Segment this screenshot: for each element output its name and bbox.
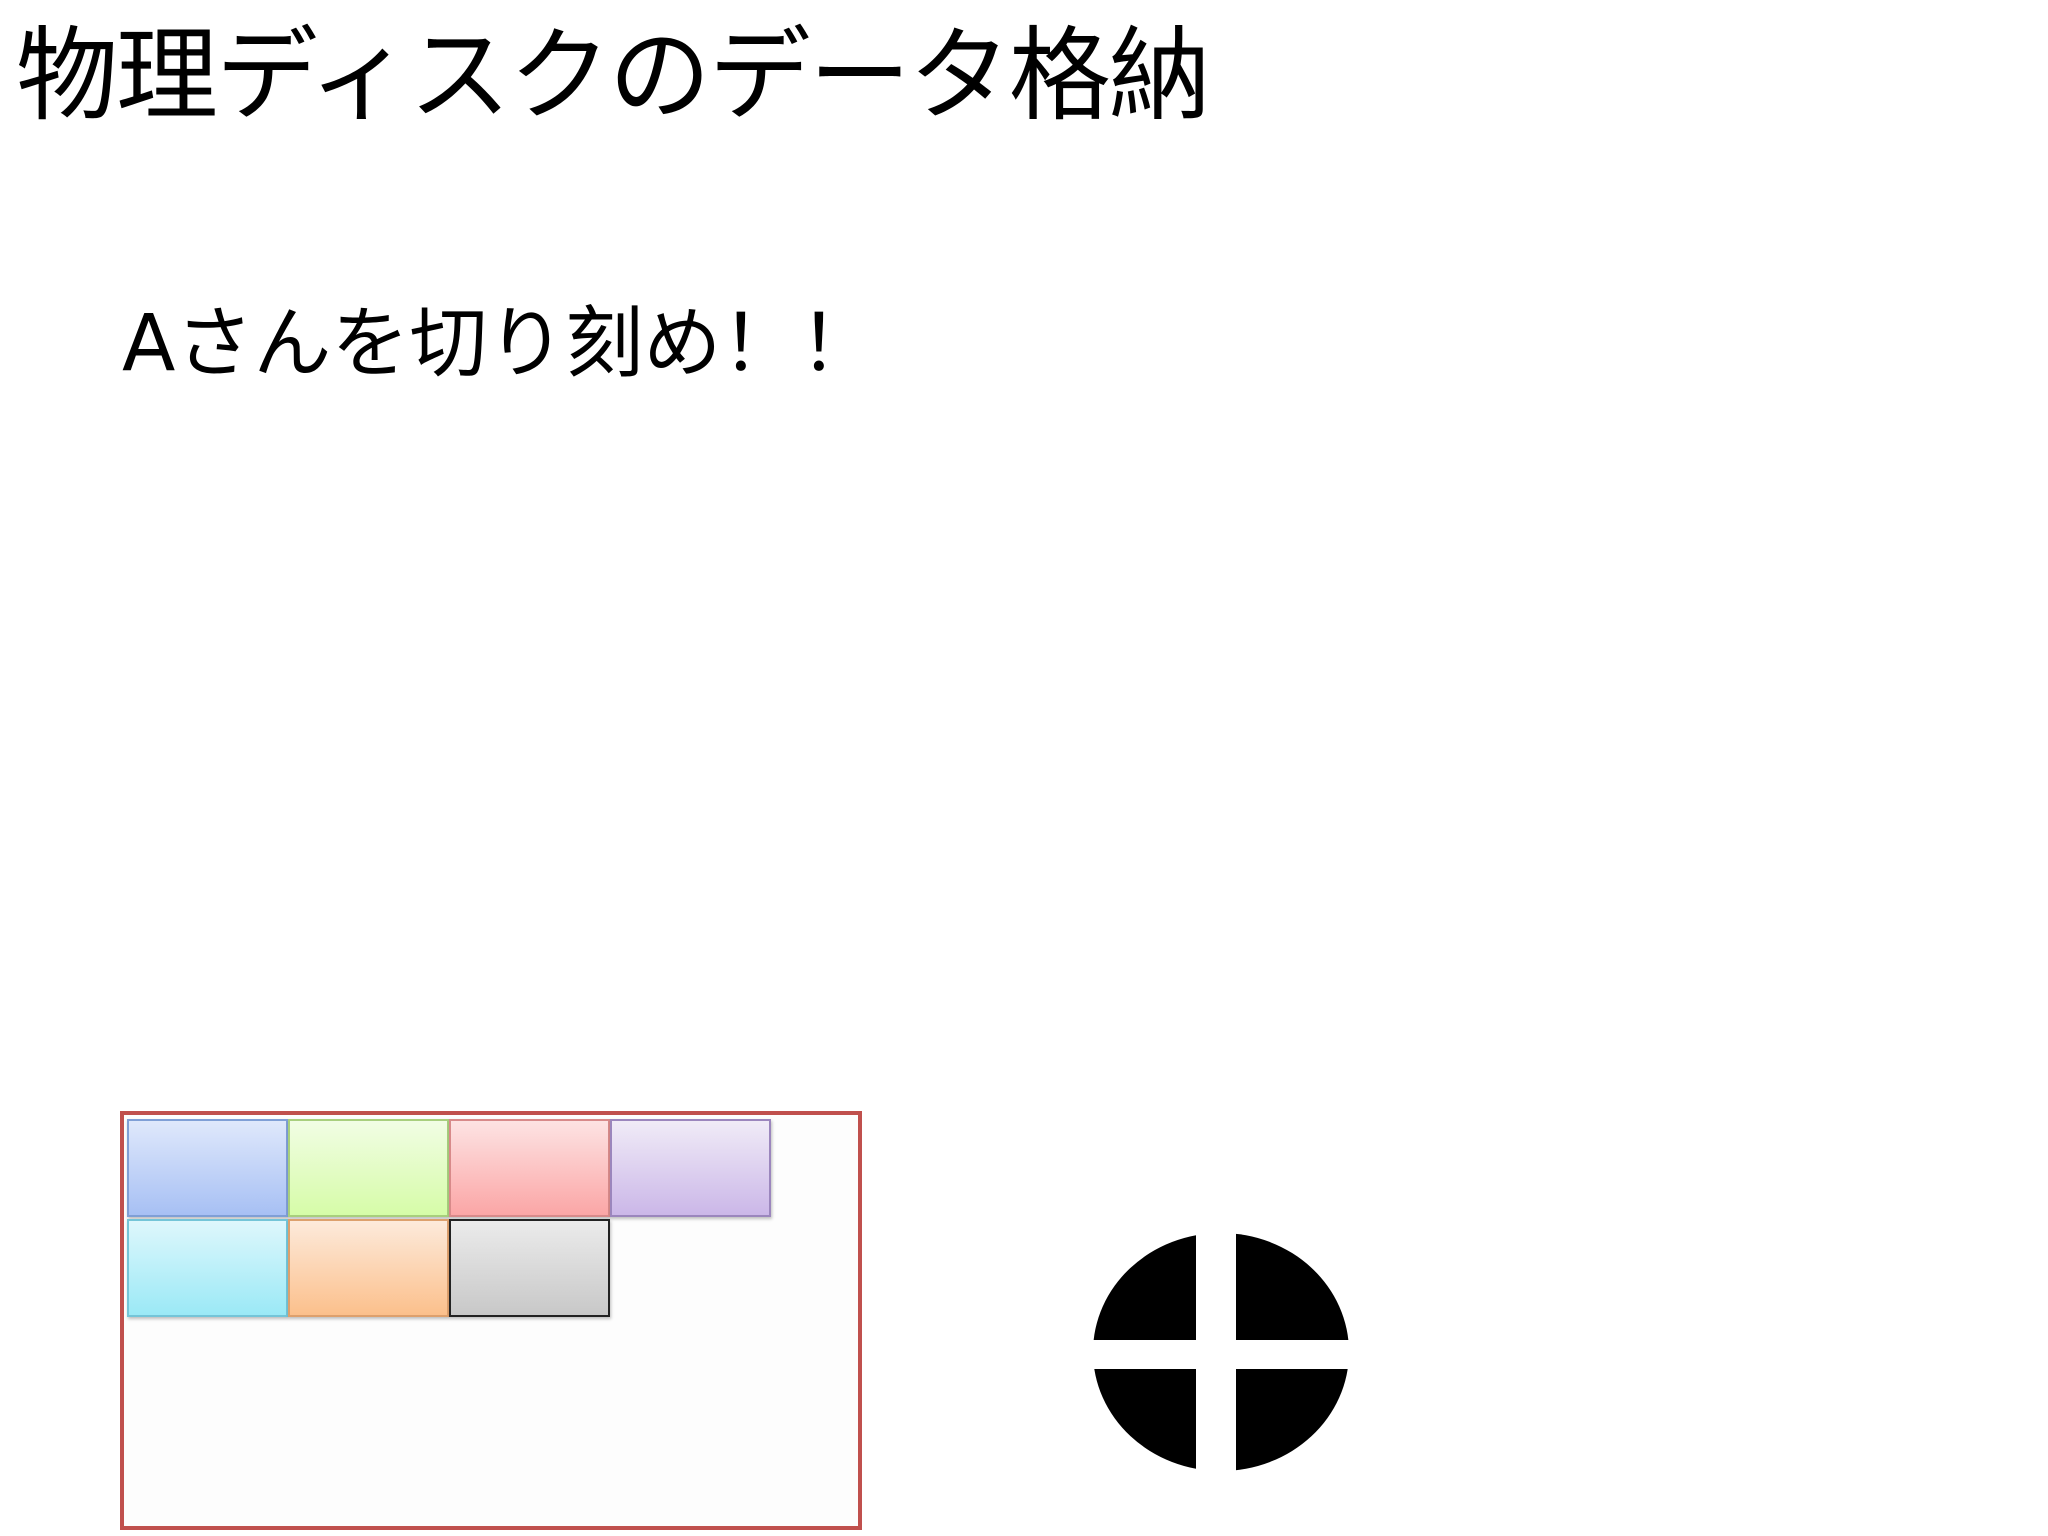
crosshair-quadrant-bottom-right (1236, 1369, 1349, 1471)
crosshair-quadrant-top-left (1093, 1233, 1196, 1340)
data-block-7 (449, 1219, 610, 1317)
data-block-1 (127, 1119, 288, 1217)
slide-subtitle: Aさんを切り刻め！！ (122, 299, 878, 389)
physical-disk-frame (120, 1111, 862, 1530)
crosshair-quadrant-bottom-left (1093, 1369, 1196, 1471)
data-block-6 (288, 1219, 449, 1317)
data-block-2 (288, 1119, 449, 1217)
data-block-5 (127, 1219, 288, 1317)
data-block-4 (610, 1119, 771, 1217)
data-block-3 (449, 1119, 610, 1217)
crosshair-icon (1093, 1233, 1349, 1471)
crosshair-quadrant-top-right (1236, 1233, 1349, 1340)
slide-title: 物理ディスクのデータ格納 (16, 17, 1211, 136)
